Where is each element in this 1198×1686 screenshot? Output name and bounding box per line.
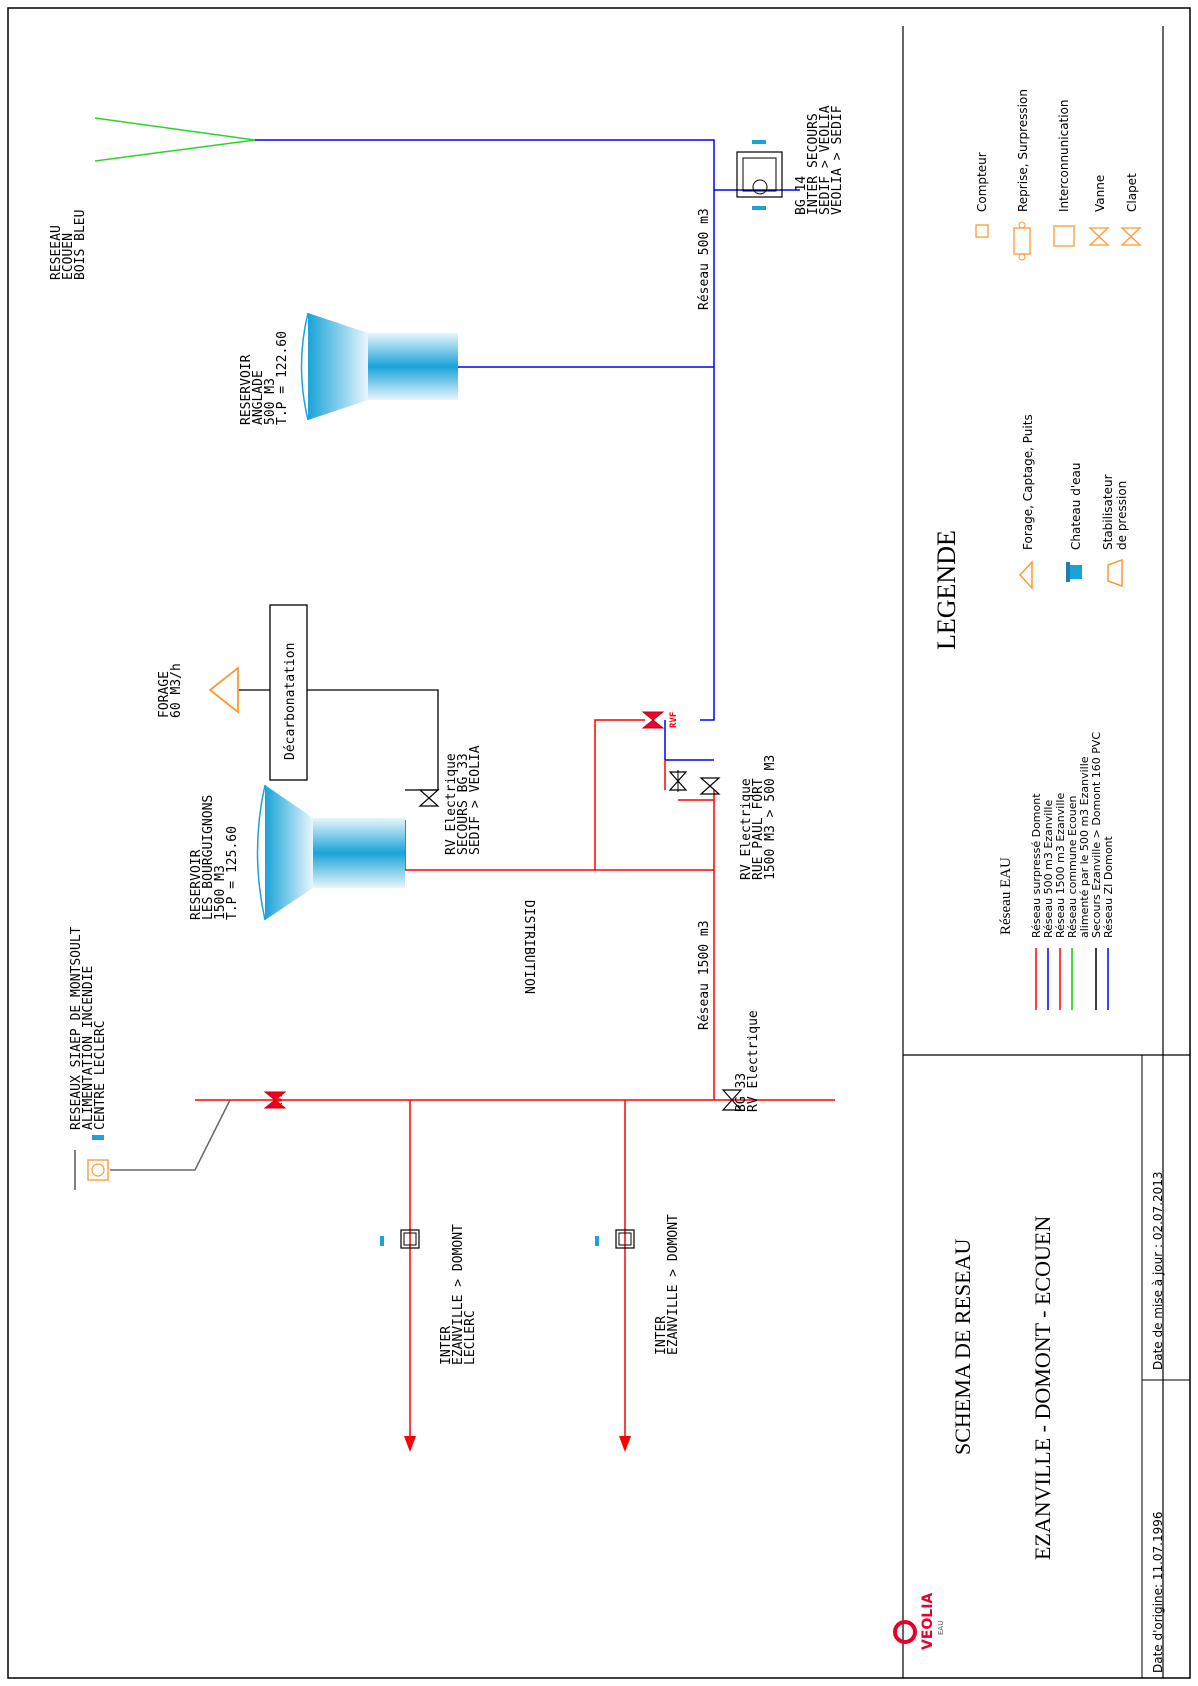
label-inter-domont: INTER [654, 1316, 669, 1355]
label-reseau-1500: Réseau 1500 m3 [697, 920, 712, 1030]
label-bg14-2: INTER SECOURS [806, 113, 821, 215]
triangle-icon [1018, 560, 1033, 590]
meter-icon [975, 224, 989, 238]
label-decarbonatation: Décarbonatation [283, 643, 298, 760]
legend-symbol-label: Clapet [1125, 173, 1139, 212]
veolia-logo: VEOLIA EAU [893, 1593, 945, 1650]
legend-line-swatches [1035, 948, 1109, 1010]
legend-symbol-label: Vanne [1093, 175, 1107, 212]
label-forage-2: 60 M3/h [169, 663, 184, 718]
label-reservoir-bourguignons-3: 1500 M3 [213, 865, 228, 920]
label-rvf: RVF [275, 1092, 285, 1108]
label-inter-leclerc-2: EZANVILLE > DOMONT [451, 1224, 466, 1365]
label-reservoir-bourguignons: RESERVOIR [189, 849, 204, 920]
label-forage: FORAGE [157, 671, 172, 718]
triangle-icon [208, 666, 239, 714]
legend-line-label: Réseau 500 m3 Ezanville [1042, 800, 1055, 938]
label-reservoir-anglade-4: T.P = 122.60 [275, 331, 290, 425]
label-reservoir-anglade-2: ANGLADE [251, 370, 266, 425]
check-valve-icon [668, 770, 688, 792]
label-bg33-2: RV Electrique [746, 1010, 761, 1112]
label-reservoir-anglade: RESERVOIR [239, 354, 254, 425]
label-bg33: BG 33 [734, 1073, 749, 1112]
outer-border [7, 7, 1191, 1679]
legend-title: LEGENDE [932, 530, 961, 650]
legend-symbol-label: de pression [1115, 481, 1129, 550]
water-tower-icon [300, 312, 458, 421]
valve-icon [418, 789, 440, 807]
label-siaep-3: CENTRE LECLERC [93, 1020, 108, 1130]
legend-symbol-label: Stabilisateur [1101, 474, 1115, 550]
label-bg14-4: VEOLIA > SEDIF [830, 105, 845, 215]
trapezoid-icon [1107, 558, 1123, 588]
legend-symbol-label: Compteur [975, 152, 989, 212]
label-reservoir-anglade-3: 500 M3 [263, 378, 278, 425]
valve-icon [1088, 227, 1110, 246]
label-bg14-3: SEDIF > VEOLIA [818, 105, 833, 215]
arrow-icon [619, 1436, 631, 1452]
legend-line-label: Secours Ezanville > Domont 160 PVC [1090, 732, 1103, 938]
legend-symbol-label: Reprise, Surpression [1016, 89, 1030, 212]
water-tower-icon [256, 784, 405, 921]
rvf-valve-icon [641, 711, 665, 729]
square-icon [595, 1229, 635, 1249]
label-reservoir-bourguignons-2: LES BOURGUIGNONS [201, 795, 216, 920]
label-reseau-ecouen-3: BOIS BLEU [73, 210, 88, 280]
label-distribution: DISTRIBUTION [521, 900, 536, 994]
label-rv-secours-2: SECOURS BG 33 [456, 753, 471, 855]
legend-symbol-label: Forage, Captage, Puits [1021, 414, 1035, 550]
legend-line-label: Réseau commune Ecouen [1066, 795, 1079, 938]
legend-line-label: alimenté par le 500 m3 Ezanville [1078, 756, 1091, 938]
label-rv-paul-fort: RV Electrique [739, 778, 754, 880]
pump-icon [736, 140, 783, 210]
label-rv-secours-3: SEDIF > VEOLIA [468, 745, 483, 855]
legend-line-label: Réseau surpressé Domont [1030, 793, 1043, 938]
label-inter-domont-2: EZANVILLE > DOMONT [666, 1214, 681, 1355]
label-rv-paul-fort-3: 1500 M3 > 500 M3 [763, 755, 778, 880]
label-inter-leclerc-3: LECLERC [463, 1310, 478, 1365]
legend-reseau-title: Réseau EAU [998, 857, 1014, 935]
label-rv-secours: RV Electrique [444, 753, 459, 855]
label-siaep-2: ALIMENTATION INCENDIE [81, 966, 96, 1130]
rvf-valve-icon [263, 1091, 287, 1109]
pump-icon [1013, 221, 1031, 261]
logo-sub: EAU [937, 1621, 945, 1635]
meter-icon [74, 1135, 109, 1190]
decarbonatation-box [269, 604, 308, 781]
page-title: SCHEMA DE RESEAU [950, 1239, 975, 1455]
logo-name: VEOLIA [920, 1593, 936, 1650]
label-reseau-500: Réseau 500 m3 [697, 208, 712, 310]
water-tower-icon [1066, 562, 1082, 582]
square-icon [380, 1229, 420, 1249]
label-reseau-ecouen-2: ECOUEN [61, 233, 76, 280]
page-subtitle: EZANVILLE - DOMONT - ECOUEN [1030, 1216, 1055, 1560]
date-update: Date de mise à jour : 02.07.2013 [1151, 1171, 1165, 1370]
label-reservoir-bourguignons-4: T.P = 125.60 [225, 826, 240, 920]
label-rv-paul-fort-2: RUE PAUL FORT [751, 778, 766, 880]
arrow-icon [404, 1436, 416, 1452]
valve-icon [721, 1089, 743, 1111]
label-inter-leclerc: INTER [439, 1326, 454, 1365]
legend-line-label: Réseau ZI Domont [1102, 835, 1115, 938]
label-reseau-ecouen: RESEEAU [49, 225, 64, 280]
label-siaep: RESEAUX SIAEP DE MONTSOULT [69, 926, 84, 1130]
label-rvf: RVF [669, 712, 679, 728]
legend-line-label: Réseau 1500 m3 Ezanville [1054, 793, 1067, 938]
valve-icon [699, 777, 721, 795]
square-icon [1053, 225, 1075, 247]
check-valve-icon [1120, 227, 1142, 246]
label-bg14: BG 14 [794, 176, 809, 215]
date-origin: Date d'origine: 11.07.1996 [1151, 1511, 1165, 1673]
legend-symbol-label: Chateau d'eau [1069, 463, 1083, 550]
legend-symbol-label: Interconnunication [1057, 99, 1071, 212]
